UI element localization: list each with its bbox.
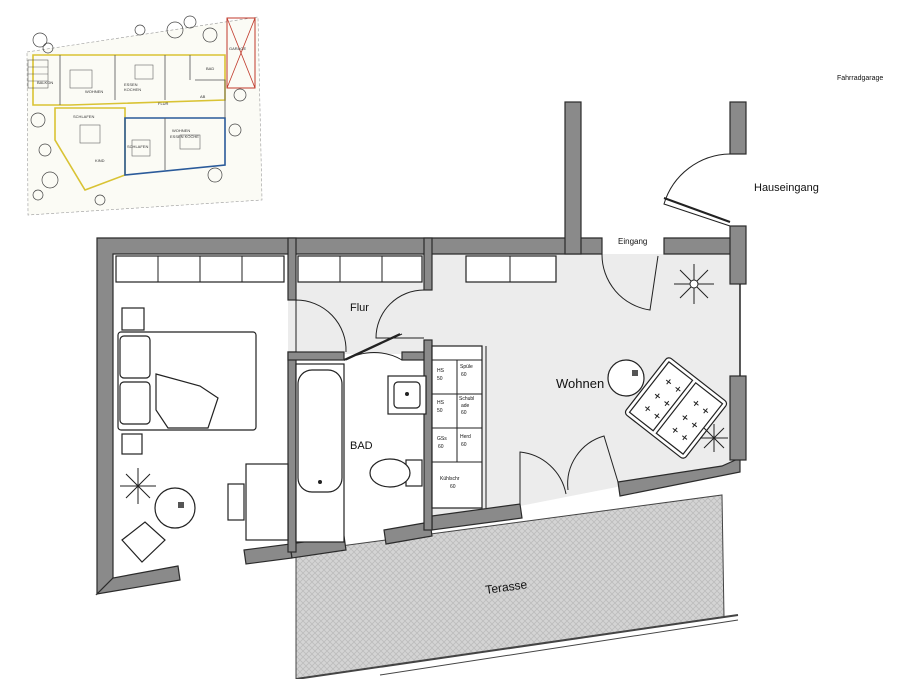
label-fahrradgarage: Fahrradgarage: [837, 75, 883, 82]
kitchen-herd-line2: 60: [461, 442, 467, 448]
overview-map: BALKON WOHNEN ESSEN KOCHEN FLUR BAD AB S…: [26, 15, 263, 216]
overview-label-flur: FLUR: [158, 101, 169, 106]
kitchen-gss-line1: GSs: [437, 436, 447, 442]
bedroom-furniture: [117, 307, 289, 563]
walls: [95, 101, 747, 596]
label-wohnen: Wohnen: [556, 376, 604, 391]
living-furniture: [607, 264, 728, 459]
kitchen-hs1-line1: HS: [437, 368, 445, 374]
living-floor: [432, 254, 740, 516]
label-terasse: Terasse: [484, 577, 528, 597]
kitchen-schublade-line3: 60: [461, 410, 467, 416]
kitchen-gss-line2: 60: [438, 444, 444, 450]
kitchen-block: HS 50 Spüle 60 HS 50 Schubl ade 60 GSs 6…: [431, 345, 487, 509]
kitchen-hs2-line2: 50: [437, 408, 443, 414]
overview-label-essen-kochen: ESSEN KOCHE: [170, 134, 199, 139]
overview-label-balkon: BALKON: [37, 80, 53, 85]
kitchen-schublade-line1: Schubl: [459, 396, 474, 402]
kitchen-kuehlschrank-line1: Kühlschr: [440, 476, 460, 482]
overview-label-schlafen-1: SCHLAFEN: [73, 114, 94, 119]
label-hauseingang: Hauseingang: [754, 182, 819, 194]
label-eingang: Eingang: [618, 237, 647, 246]
kitchen-schublade-line2: ade: [461, 403, 470, 409]
overview-label-bad: BAD: [206, 66, 214, 71]
overview-label-schlafen-2: SCHLAFEN: [127, 144, 148, 149]
label-flur: Flur: [350, 302, 369, 314]
top-cabinets: [115, 255, 557, 283]
overview-label-garage: GARAGE: [229, 46, 246, 51]
overview-label-wohnen: WOHNEN: [85, 89, 103, 94]
kitchen-spuele-line1: Spüle: [460, 364, 473, 370]
overview-label-ab: AB: [200, 94, 206, 99]
bathroom-fixtures: [295, 363, 427, 543]
kitchen-kuehlschrank-line2: 60: [450, 484, 456, 490]
kitchen-hs1-line2: 50: [437, 376, 443, 382]
overview-label-essen: ESSEN: [124, 82, 138, 87]
kitchen-herd-line1: Herd: [460, 434, 471, 440]
overview-label-kochen: KOCHEN: [124, 87, 141, 92]
doors: [295, 153, 731, 504]
label-bad: BAD: [350, 440, 373, 452]
overview-label-wohnen-2: WOHNEN: [172, 128, 190, 133]
overview-label-kind: KIND: [95, 158, 105, 163]
kitchen-hs2-line1: HS: [437, 400, 445, 406]
kitchen-spuele-line2: 60: [461, 372, 467, 378]
